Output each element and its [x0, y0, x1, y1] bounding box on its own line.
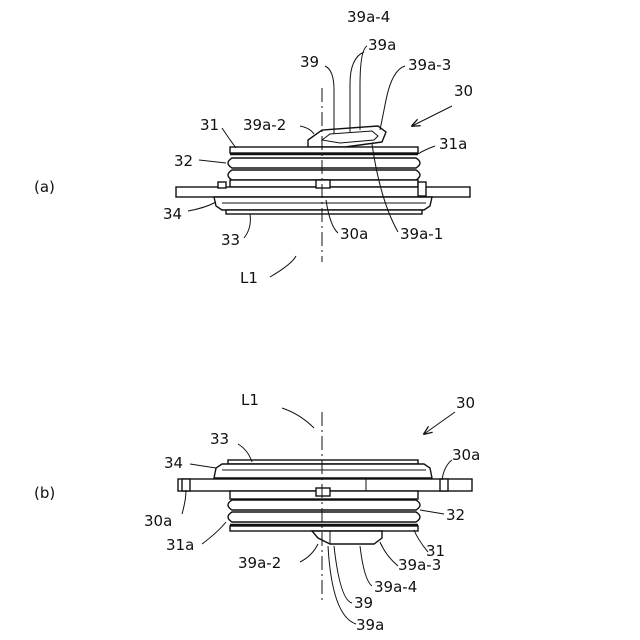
flange-tab-left-a [218, 182, 226, 188]
label-39a-2-a: 39a-2 [243, 116, 286, 134]
panel-a: (a) [34, 8, 473, 287]
panel-label-b: (b) [34, 484, 55, 502]
top-plate-31-b [230, 526, 418, 531]
label-39-a: 39 [300, 53, 319, 71]
assembly-a [176, 126, 470, 214]
top-plate-31-a [230, 147, 418, 153]
label-30a-right-b: 30a [452, 446, 480, 464]
bellows-32-lower-a [228, 170, 420, 180]
bellows-32-b [228, 500, 420, 510]
assembly-b [178, 460, 472, 544]
label-39a-b: 39a [356, 616, 384, 634]
label-39a-4-a: 39a-4 [347, 8, 390, 26]
label-l1-a: L1 [240, 269, 258, 287]
flange-tab-right-a [418, 182, 426, 196]
label-31-a: 31 [200, 116, 219, 134]
label-31a-a: 31a [439, 135, 467, 153]
label-34-b: 34 [164, 454, 183, 472]
flange-tab-left-b [182, 479, 190, 491]
stem-30a-b [316, 488, 330, 496]
label-30-b: 30 [456, 394, 475, 412]
label-30a-a: 30a [340, 225, 368, 243]
label-l1-b: L1 [241, 391, 259, 409]
label-31a-b: 31a [166, 536, 194, 554]
stem-30a-a [316, 180, 330, 188]
label-32-b: 32 [446, 506, 465, 524]
label-32-a: 32 [174, 152, 193, 170]
label-39a-2-b: 39a-2 [238, 554, 281, 572]
label-39-b: 39 [354, 594, 373, 612]
label-39a-1-a: 39a-1 [400, 225, 443, 243]
flange-tab-right-b [440, 479, 448, 491]
base-33-a [226, 210, 422, 214]
label-34-a: 34 [163, 205, 182, 223]
lower-body-34-b [214, 464, 432, 478]
label-30a-left-b: 30a [144, 512, 172, 530]
label-39a-4-b: 39a-4 [374, 578, 417, 596]
panel-b: (b) [34, 391, 480, 634]
label-33-a: 33 [221, 231, 240, 249]
label-39a-a: 39a [368, 36, 396, 54]
label-30-a: 30 [454, 82, 473, 100]
label-39a-3-b: 39a-3 [398, 556, 441, 574]
bellows-32-a [228, 158, 420, 168]
label-39a-3-a: 39a-3 [408, 56, 451, 74]
nozzle-39-a [308, 126, 386, 147]
panel-label-a: (a) [34, 178, 55, 196]
bellows-32-lower-b [228, 512, 420, 522]
label-33-b: 33 [210, 430, 229, 448]
